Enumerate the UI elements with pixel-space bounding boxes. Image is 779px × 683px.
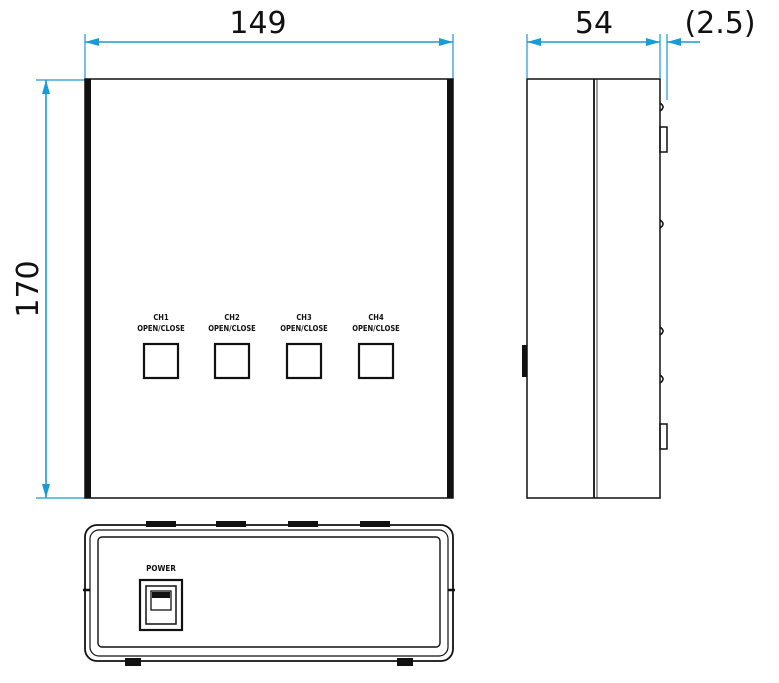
dimension-width: 149 [84,6,454,80]
channel-3-function: OPEN/CLOSE [280,324,328,333]
channel-1-name: CH1 [153,313,169,322]
channel-2-button[interactable] [213,342,251,380]
channel-2-function: OPEN/CLOSE [208,324,256,333]
dimension-offset-label: (2.5) [684,6,755,41]
channel-3-button[interactable] [285,342,323,380]
channel-1-button[interactable] [142,342,180,380]
dimension-height: 170 [11,79,85,499]
channel-2-name: CH2 [224,313,240,322]
channel-4: CH4 OPEN/CLOSE [352,313,400,380]
dimension-depth: 54 (2.5) [526,6,756,100]
channel-4-name: CH4 [368,313,384,322]
channel-1: CH1 OPEN/CLOSE [137,313,185,380]
channel-4-function: OPEN/CLOSE [352,324,400,333]
dimension-height-label: 170 [11,260,46,317]
top-view: CH1 OPEN/CLOSE CH2 OPEN/CLOSE CH3 OPEN/C… [84,78,454,499]
power-switch[interactable] [138,578,184,632]
rear-view: POWER [83,521,455,666]
side-view [522,78,668,499]
channel-4-button[interactable] [357,342,395,380]
channel-3: CH3 OPEN/CLOSE [280,313,328,380]
dimension-width-label: 149 [229,6,286,41]
channel-3-name: CH3 [296,313,312,322]
channel-1-function: OPEN/CLOSE [137,324,185,333]
channel-2: CH2 OPEN/CLOSE [208,313,256,380]
dimension-depth-label: 54 [575,6,613,41]
power-label: POWER [146,564,176,573]
